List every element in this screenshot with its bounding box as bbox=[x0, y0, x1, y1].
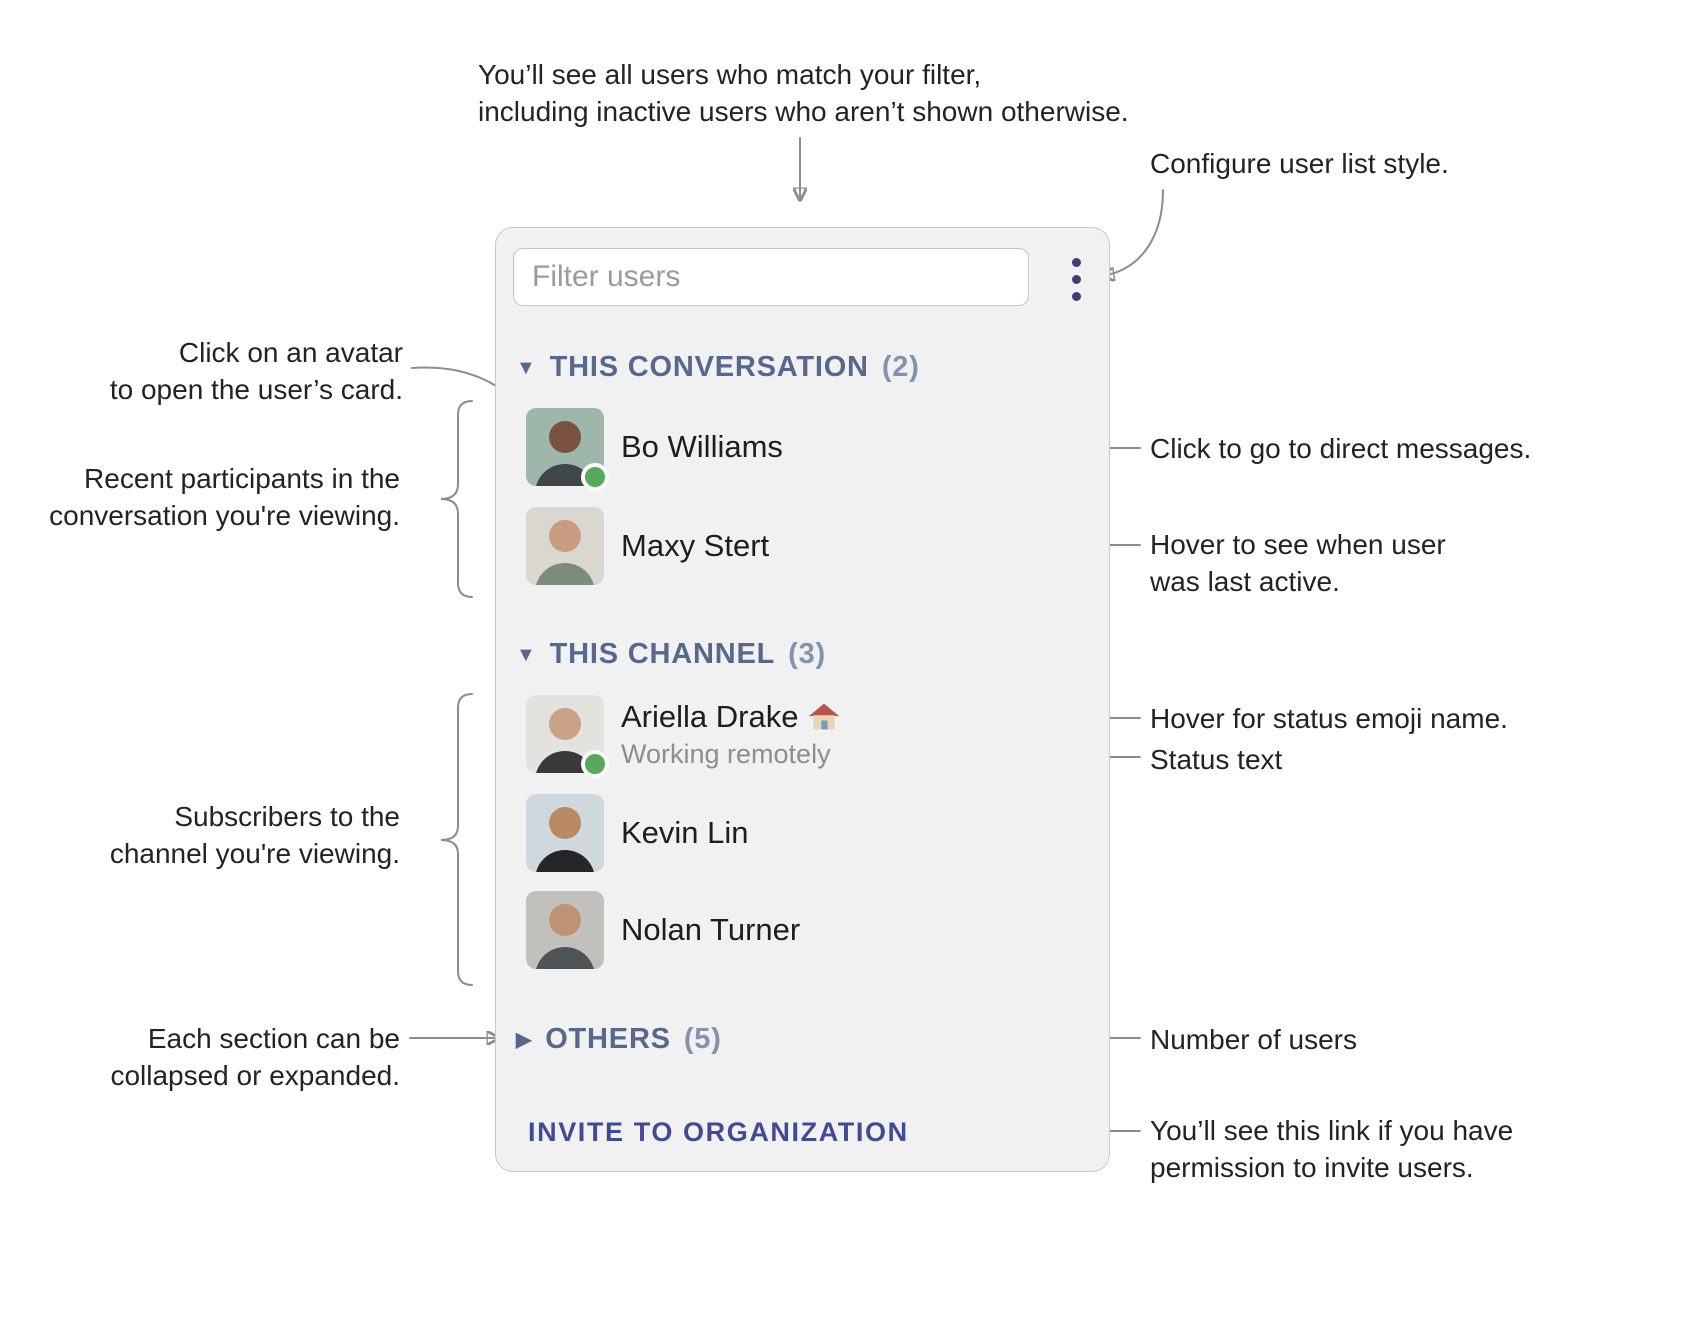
annotation-configure-list-style: Configure user list style. bbox=[1150, 145, 1449, 182]
annotation-last-active: Hover to see when user was last active. bbox=[1150, 526, 1446, 600]
presence-dot bbox=[581, 750, 609, 778]
user-name: Kevin Lin bbox=[621, 815, 749, 850]
annotation-direct-messages: Click to go to direct messages. bbox=[1150, 430, 1531, 467]
section-label: THIS CHANNEL bbox=[549, 638, 776, 670]
annotation-text: Hover for status emoji name. bbox=[1150, 703, 1508, 734]
avatar[interactable] bbox=[526, 891, 604, 969]
annotation-status-emoji: Hover for status emoji name. bbox=[1150, 700, 1508, 737]
section-header-this-conversation[interactable]: ▼ THIS CONVERSATION (2) bbox=[516, 351, 920, 384]
annotation-text: was last active. bbox=[1150, 566, 1340, 597]
user-row-maxy-stert[interactable]: Maxy Stert bbox=[526, 507, 769, 585]
chevron-down-icon: ▼ bbox=[516, 356, 537, 379]
avatar-photo bbox=[526, 507, 604, 585]
annotation-text: channel you're viewing. bbox=[109, 838, 400, 869]
annotation-collapse-expand: Each section can be collapsed or expande… bbox=[110, 1020, 400, 1094]
kebab-menu-icon bbox=[1071, 257, 1081, 267]
annotation-text: conversation you're viewing. bbox=[49, 500, 400, 531]
chevron-right-icon: ▶ bbox=[516, 1028, 533, 1051]
section-count: (3) bbox=[788, 638, 826, 670]
presence-dot bbox=[581, 463, 609, 491]
user-row-ariella-drake[interactable]: Ariella Drake Working remotely bbox=[526, 695, 840, 778]
annotation-subscribers: Subscribers to the channel you're viewin… bbox=[110, 798, 400, 872]
annotation-text: You’ll see this link if you have bbox=[1150, 1115, 1514, 1146]
avatar-photo bbox=[526, 695, 604, 773]
avatar-photo bbox=[526, 794, 604, 872]
annotation-text: Configure user list style. bbox=[1150, 148, 1449, 179]
annotation-text: permission to invite users. bbox=[1150, 1152, 1474, 1183]
annotation-status-text: Status text bbox=[1150, 741, 1282, 778]
section-header-others[interactable]: ▶ OTHERS (5) bbox=[516, 1023, 722, 1056]
annotation-text: Status text bbox=[1150, 744, 1283, 775]
kebab-menu-icon bbox=[1071, 274, 1081, 284]
annotation-text: Subscribers to the bbox=[174, 801, 400, 832]
annotation-text: Click to go to direct messages. bbox=[1150, 433, 1532, 464]
annotation-recent-participants: Recent participants in the conversation … bbox=[49, 460, 400, 534]
user-name: Maxy Stert bbox=[621, 528, 770, 563]
filter-users-input[interactable] bbox=[513, 248, 1029, 306]
section-count: (5) bbox=[683, 1023, 722, 1055]
annotation-text: Recent participants in the bbox=[84, 463, 400, 494]
section-label: THIS CONVERSATION bbox=[549, 351, 869, 383]
annotation-text: to open the user’s card. bbox=[109, 374, 403, 405]
annotation-text: including inactive users who aren’t show… bbox=[478, 96, 1129, 127]
annotation-avatar-click: Click on an avatar to open the user’s ca… bbox=[110, 334, 403, 408]
user-name: Bo Williams bbox=[621, 429, 783, 464]
section-header-this-channel[interactable]: ▼ THIS CHANNEL (3) bbox=[516, 638, 826, 671]
arrow-configure bbox=[1102, 189, 1164, 276]
user-list-panel: ▼ THIS CONVERSATION (2) Bo Williams Maxy… bbox=[495, 227, 1110, 1172]
avatar[interactable] bbox=[526, 794, 604, 872]
annotation-text: Each section can be bbox=[147, 1023, 400, 1054]
annotation-filter-note: You’ll see all users who match your filt… bbox=[478, 56, 1129, 130]
avatar[interactable] bbox=[526, 408, 609, 491]
user-row-bo-williams[interactable]: Bo Williams bbox=[526, 408, 783, 491]
section-label: OTHERS bbox=[545, 1023, 671, 1055]
house-status-emoji-icon bbox=[809, 703, 840, 729]
user-meta: Ariella Drake Working remotely bbox=[621, 699, 840, 770]
user-row-kevin-lin[interactable]: Kevin Lin bbox=[526, 794, 749, 872]
chevron-down-icon: ▼ bbox=[516, 643, 537, 666]
brace-recent-participants bbox=[440, 400, 473, 598]
annotation-text: You’ll see all users who match your filt… bbox=[478, 59, 982, 90]
user-name: Ariella Drake bbox=[621, 698, 799, 734]
annotation-text: Hover to see when user bbox=[1150, 529, 1446, 560]
kebab-menu-icon bbox=[1071, 291, 1081, 301]
brace-subscribers bbox=[440, 693, 473, 986]
annotation-number-of-users: Number of users bbox=[1150, 1021, 1357, 1058]
avatar[interactable] bbox=[526, 695, 609, 778]
user-row-nolan-turner[interactable]: Nolan Turner bbox=[526, 891, 800, 969]
avatar-photo bbox=[526, 891, 604, 969]
user-status-text: Working remotely bbox=[621, 738, 831, 769]
user-name: Nolan Turner bbox=[621, 912, 801, 947]
avatar[interactable] bbox=[526, 507, 604, 585]
annotation-text: Number of users bbox=[1150, 1024, 1357, 1055]
annotation-text: collapsed or expanded. bbox=[110, 1060, 400, 1091]
user-list-menu-button[interactable] bbox=[1054, 252, 1098, 306]
invite-to-organization-link[interactable]: INVITE TO ORGANIZATION bbox=[528, 1117, 909, 1147]
section-count: (2) bbox=[881, 351, 920, 383]
annotation-invite-permission: You’ll see this link if you have permiss… bbox=[1150, 1112, 1513, 1186]
annotation-text: Click on an avatar bbox=[178, 337, 403, 368]
